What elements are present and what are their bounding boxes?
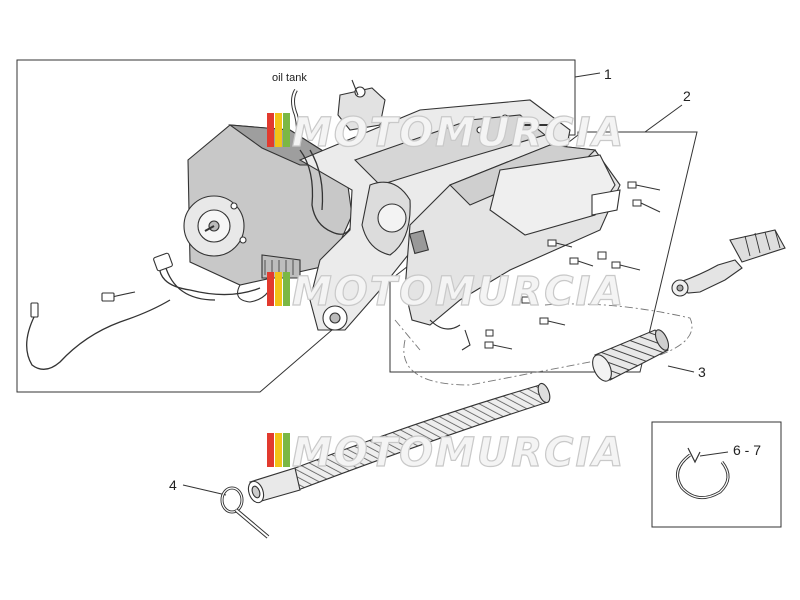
- kickstart-lever: [671, 229, 786, 297]
- callout-leaders: [182, 72, 729, 496]
- callout-2: 2: [683, 88, 691, 104]
- wiring-harness: [158, 259, 261, 296]
- clamp-frame: [651, 421, 782, 528]
- alignment-lines: [394, 303, 693, 386]
- svg-text:MOTOMURCIA: MOTOMURCIA: [292, 430, 625, 476]
- svg-text:MOTOMURCIA: MOTOMURCIA: [292, 110, 625, 156]
- corrugated-hose: [247, 382, 551, 504]
- transmission-cover-frame: [389, 131, 698, 373]
- callout-1: 1: [604, 66, 612, 82]
- carburetor: [337, 87, 386, 131]
- spring-clamp: [676, 447, 730, 500]
- callout-3: 3: [698, 364, 706, 380]
- svg-text:MOTOMURCIA: MOTOMURCIA: [292, 269, 625, 315]
- transmission-cover: [404, 144, 661, 351]
- watermark-middle: MOTOMURCIA: [267, 268, 625, 316]
- callout-4: 4: [169, 477, 177, 493]
- oil-tank-label: oil tank: [272, 72, 307, 84]
- hose-clamp: [220, 486, 270, 539]
- callout-6-7: 6 - 7: [733, 442, 761, 458]
- cover-bolts: [484, 181, 661, 350]
- watermark-top: MOTOMURCIA: [267, 109, 625, 157]
- intake-duct: [592, 329, 670, 382]
- watermark-bottom: MOTOMURCIA: [267, 429, 625, 477]
